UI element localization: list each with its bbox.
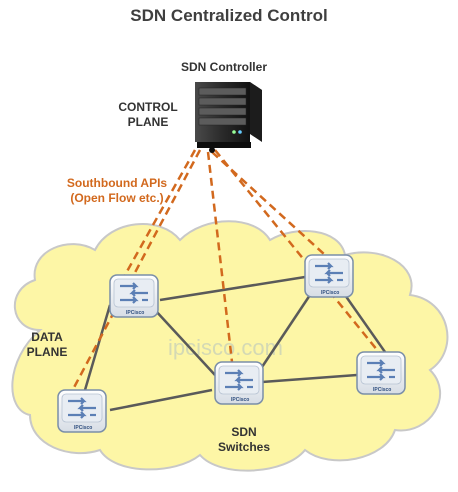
link-sw1-sw4 — [83, 304, 112, 391]
link-sw1-sw2 — [159, 275, 306, 302]
switch-icon: IPCisco — [356, 351, 406, 395]
control-links — [68, 149, 383, 396]
switch-brand-label: IPCisco — [231, 397, 249, 403]
link-sw3-sw5 — [261, 373, 358, 384]
switch-brand-label: IPCisco — [321, 290, 339, 296]
link-sw2-sw5 — [343, 294, 387, 353]
controller-label: SDN Controller — [180, 60, 267, 74]
control-link-sw3 — [206, 151, 234, 363]
link-sw4-sw3 — [109, 388, 213, 412]
switch-icon: IPCisco — [214, 361, 264, 405]
switch-icon: IPCisco — [304, 254, 354, 298]
switch-icon: IPCisco — [57, 389, 107, 433]
control-link-sw1 — [123, 149, 197, 276]
link-sw2-sw3 — [258, 294, 312, 371]
diagram-title: SDN Centralized Control — [130, 6, 328, 25]
southbound-api-label: Southbound APIs (Open Flow etc.) — [66, 176, 168, 205]
switch-brand-label: IPCisco — [373, 387, 391, 393]
watermark: ipcisco.com — [168, 335, 283, 360]
switch-brand-label: IPCisco — [126, 310, 144, 316]
switch-brand-label: IPCisco — [74, 425, 92, 431]
switch-icon: IPCisco — [109, 274, 159, 318]
switches-label: SDN Switches — [217, 425, 271, 454]
control-link-sw4 — [68, 149, 202, 396]
server-icon — [195, 82, 262, 153]
data-links — [83, 275, 387, 412]
data-plane-label: DATA PLANE — [26, 330, 68, 359]
control-plane-label: CONTROL PLANE — [118, 100, 178, 129]
control-link-sw5 — [214, 149, 383, 357]
link-sw1-sw3 — [154, 309, 216, 376]
